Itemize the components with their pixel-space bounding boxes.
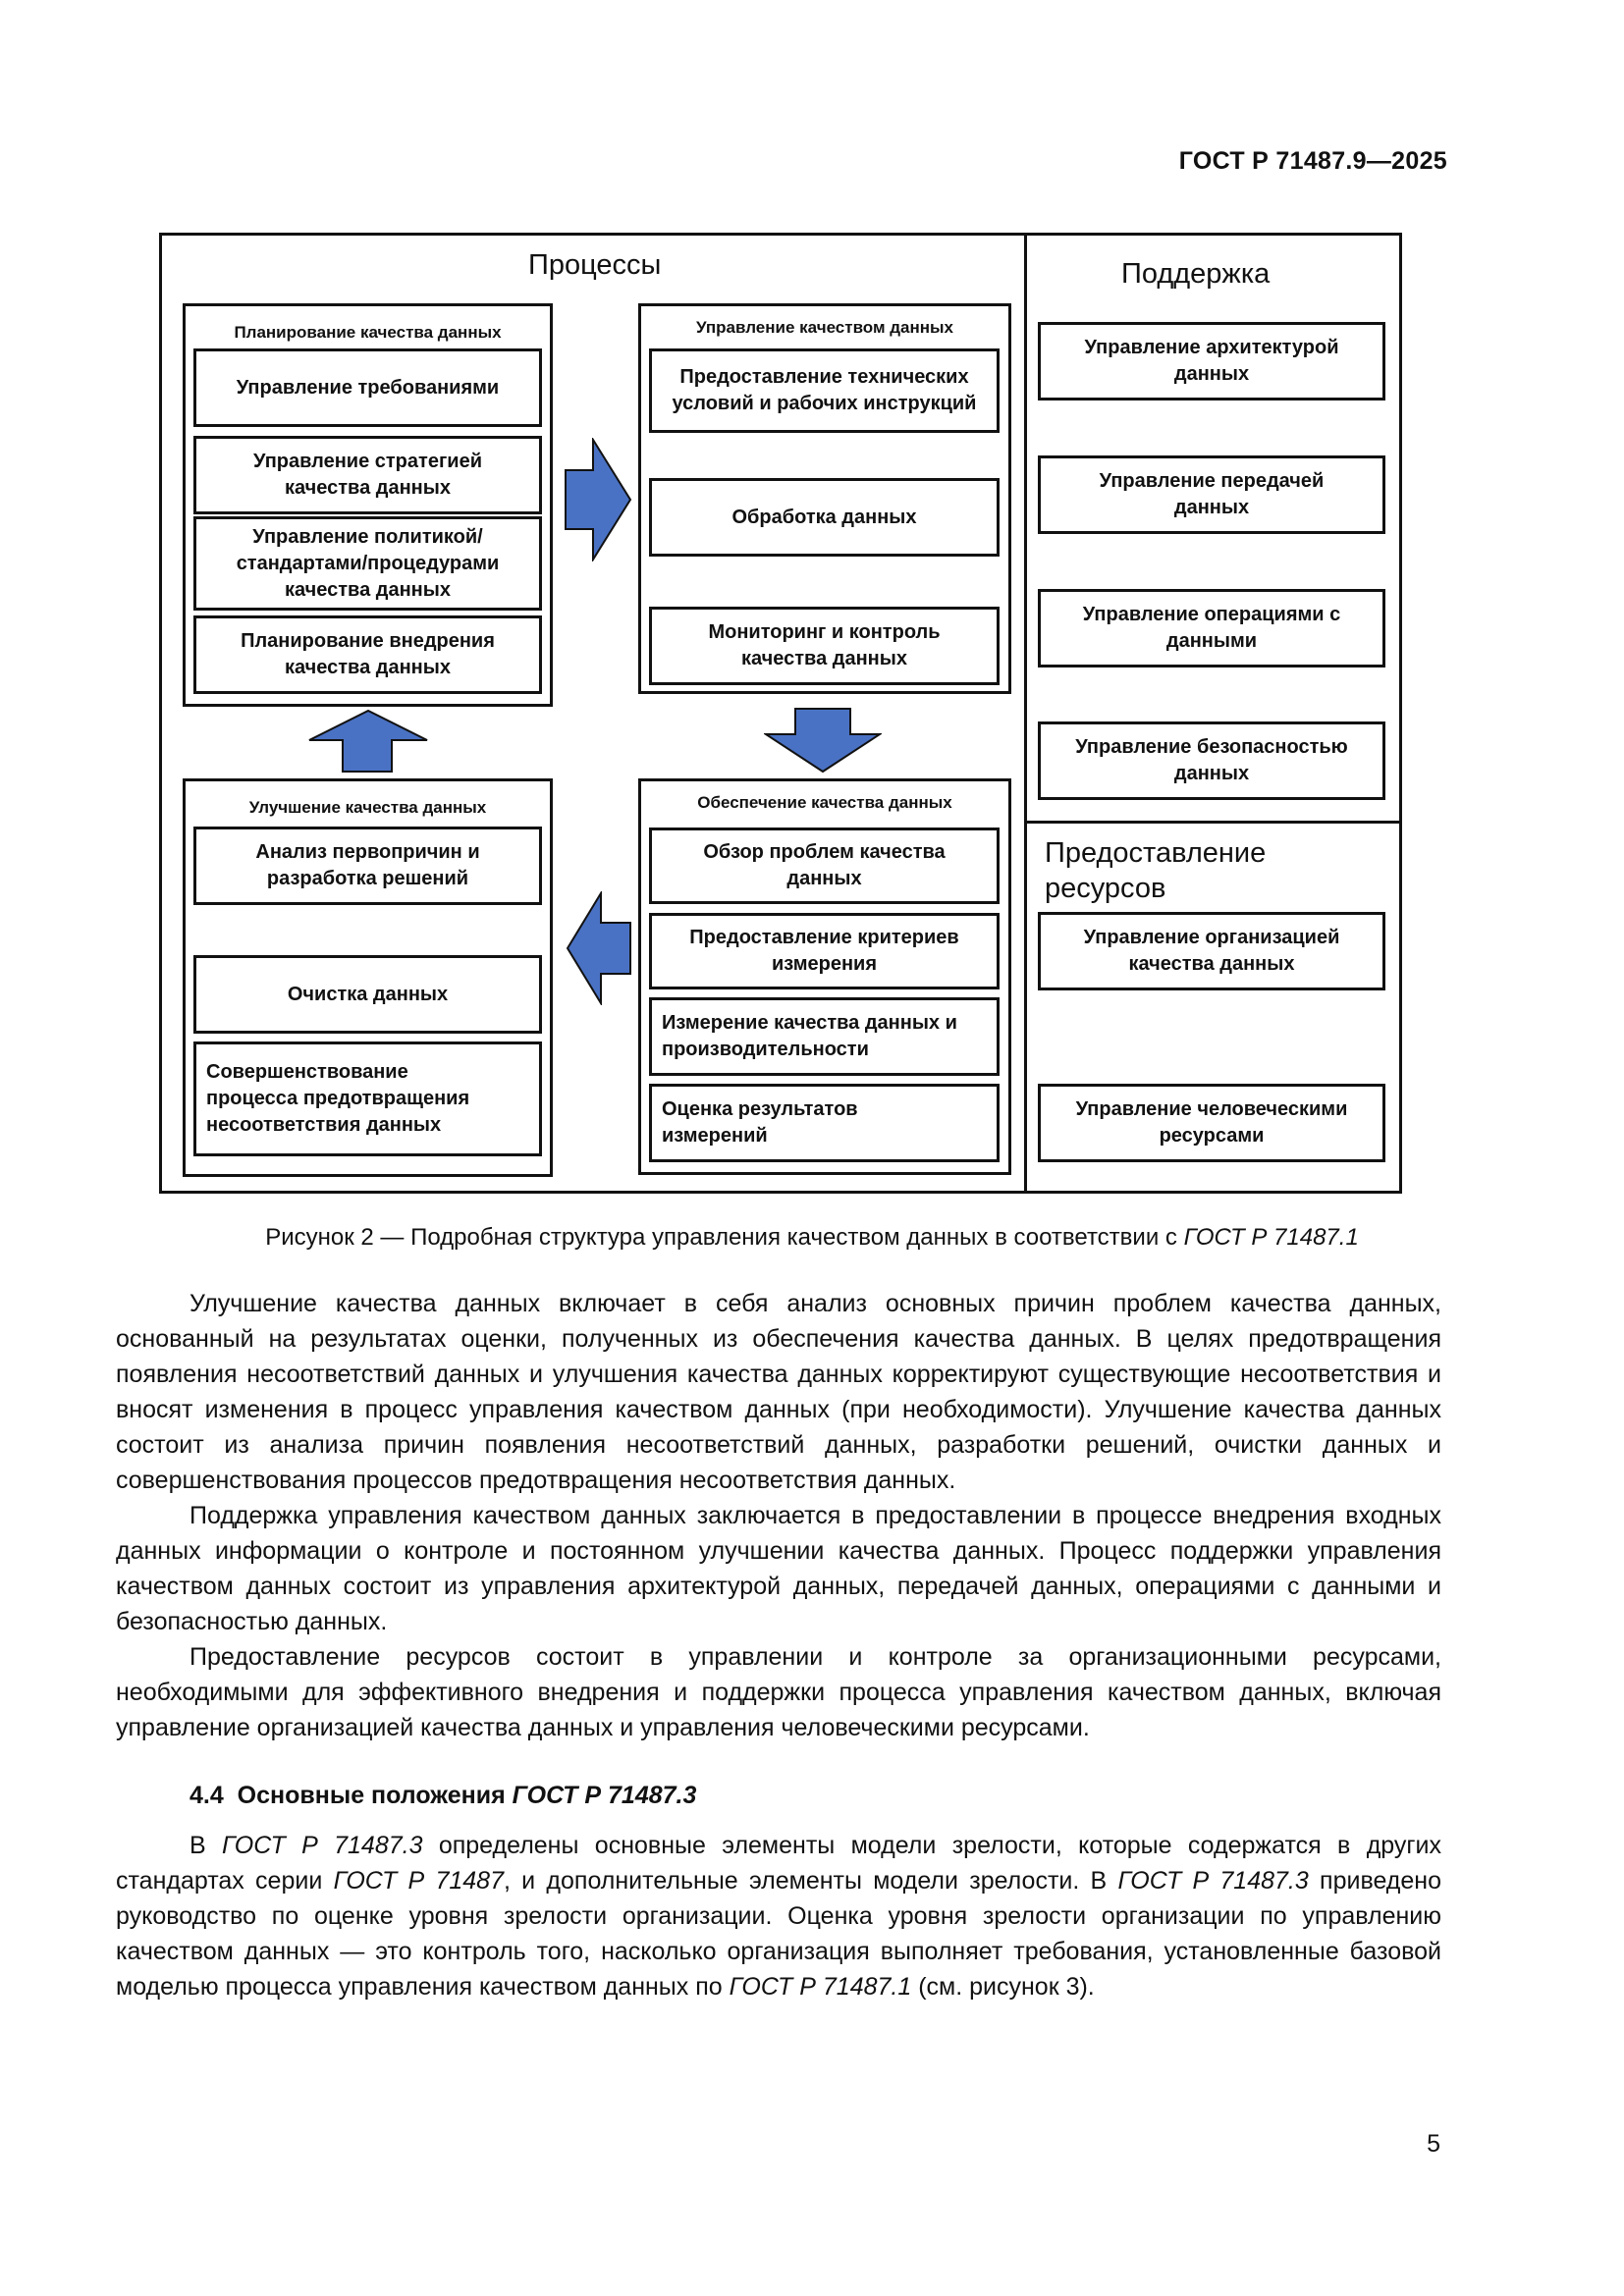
improvement-item: Совершенствование процесса предотвращени… (193, 1041, 542, 1156)
control-item: Обработка данных (649, 478, 1000, 557)
page-number: 5 (1427, 2130, 1440, 2158)
control-panel-title: Управление качеством данных (695, 318, 954, 337)
planning-item: Управление политикой/ стандартами/процед… (193, 516, 542, 611)
control-item: Мониторинг и контроль качества данных (649, 607, 1000, 685)
arrow-up-icon (308, 709, 428, 773)
support-item: Управление операциями с данными (1038, 589, 1385, 667)
arrow-left-icon (566, 891, 631, 1005)
figure-caption: Рисунок 2 — Подробная структура управлен… (265, 1224, 1359, 1251)
processes-title: Процессы (528, 249, 662, 281)
improvement-panel-title: Улучшение качества данных (248, 798, 487, 817)
resources-title: Предоставление ресурсов (1045, 837, 1267, 904)
resources-item: Управление человеческими ресурсами (1038, 1084, 1385, 1162)
figure-frame (159, 233, 1402, 1194)
section-heading: 4.4 Основные положения ГОСТ Р 71487.3 (189, 1782, 697, 1809)
figure-divider-vertical (1024, 233, 1027, 1194)
paragraph-support: Поддержка управления качеством данных за… (116, 1502, 1441, 1635)
support-item: Управление архитектурой данных (1038, 322, 1385, 400)
figure-divider-horizontal (1024, 821, 1402, 824)
support-item: Управление передачей данных (1038, 455, 1385, 534)
support-item: Управление безопасностью данных (1038, 721, 1385, 800)
planning-item: Управление стратегией качества данных (193, 436, 542, 514)
improvement-item: Анализ первопричин и разработка решений (193, 827, 542, 905)
control-item: Предоставление технических условий и раб… (649, 348, 1000, 433)
assurance-item: Предоставление критериев измерения (649, 913, 1000, 989)
paragraph-section: В ГОСТ Р 71487.3 определены основные эле… (116, 1832, 1442, 2001)
planning-item: Управление требованиями (193, 348, 542, 427)
assurance-item: Измерение качества данных и производител… (649, 997, 1000, 1076)
assurance-item: Обзор проблем качества данных (649, 828, 1000, 904)
support-title: Поддержка (1121, 258, 1271, 290)
planning-panel-title: Планирование качества данных (234, 323, 502, 342)
resources-item: Управление организацией качества данных (1038, 912, 1385, 990)
assurance-panel-title: Обеспечение качества данных (697, 793, 952, 812)
improvement-item: Очистка данных (193, 955, 542, 1034)
paragraph-improvement: Улучшение качества данных включает в себ… (116, 1290, 1441, 1494)
planning-item: Планирование внедрения качества данных (193, 615, 542, 694)
arrow-down-icon (764, 708, 882, 774)
paragraph-resources: Предоставление ресурсов состоит в управл… (116, 1643, 1441, 1741)
assurance-item: Оценка результатов измерений (649, 1084, 1000, 1162)
document-code: ГОСТ Р 71487.9—2025 (1178, 147, 1447, 175)
arrow-right-icon (565, 438, 632, 561)
